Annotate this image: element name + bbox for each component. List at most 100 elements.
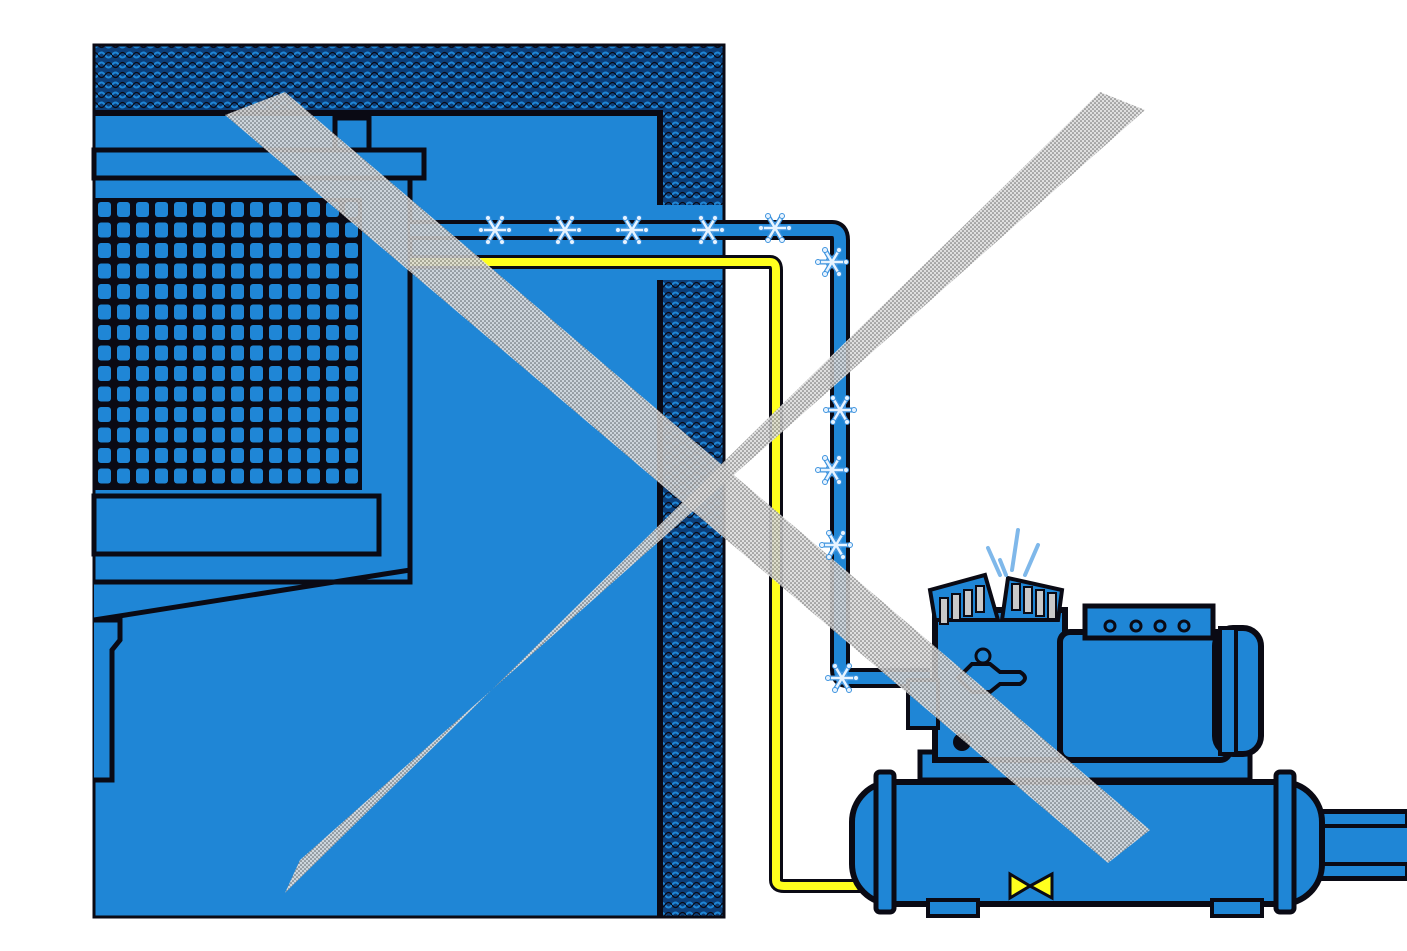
- coil-cell: [326, 222, 339, 238]
- coil-cell: [193, 468, 206, 484]
- coil-cell: [307, 448, 320, 463]
- coil-cell: [231, 243, 244, 258]
- coil-cell: [98, 325, 111, 340]
- coil-cell: [136, 284, 149, 299]
- coil-cell: [231, 263, 244, 279]
- coil-cell: [212, 366, 225, 381]
- coil-cell: [250, 448, 263, 463]
- coil-cell: [155, 243, 168, 258]
- coil-cell: [174, 427, 187, 443]
- coil-cell: [98, 427, 111, 443]
- evaporator-coil: [94, 198, 362, 490]
- coil-cell: [155, 284, 168, 299]
- coil-cell: [98, 386, 111, 402]
- cross-mark: [225, 92, 1150, 893]
- coil-cell: [250, 386, 263, 402]
- coil-cell: [98, 366, 111, 381]
- coil-cell: [212, 202, 225, 217]
- coil-cell: [136, 448, 149, 463]
- coil-cell: [231, 366, 244, 381]
- coil-cell: [231, 468, 244, 484]
- coil-cell: [174, 366, 187, 381]
- coil-cell: [250, 222, 263, 238]
- coil-cell: [98, 263, 111, 279]
- right-wall-insulation-lower: [660, 280, 724, 917]
- coil-cell: [174, 263, 187, 279]
- coil-cell: [250, 345, 263, 361]
- coil-cell: [345, 345, 358, 361]
- coil-cell: [193, 386, 206, 402]
- coil-cell: [307, 407, 320, 422]
- coil-cell: [250, 263, 263, 279]
- coil-cell: [231, 284, 244, 299]
- coil-cell: [117, 345, 130, 361]
- top-insulation: [94, 45, 724, 113]
- coil-cell: [212, 222, 225, 238]
- coil-cell: [212, 243, 225, 258]
- coil-cell: [212, 386, 225, 402]
- coil-cell: [98, 468, 111, 484]
- coil-cell: [345, 448, 358, 463]
- coil-cell: [117, 243, 130, 258]
- coil-cell: [174, 345, 187, 361]
- coil-cell: [231, 325, 244, 340]
- coil-cell: [288, 448, 301, 463]
- coil-cell: [212, 325, 225, 340]
- coil-cell: [269, 284, 282, 299]
- cooling-fin: [1047, 592, 1057, 620]
- coil-cell: [307, 284, 320, 299]
- coil-cell: [231, 304, 244, 320]
- coil-cell: [288, 243, 301, 258]
- coil-cell: [155, 202, 168, 217]
- coil-cell: [117, 263, 130, 279]
- coil-cell: [345, 366, 358, 381]
- coil-cell: [155, 427, 168, 443]
- coil-cell: [307, 386, 320, 402]
- coil-cell: [212, 304, 225, 320]
- coil-cell: [345, 263, 358, 279]
- coil-cell: [117, 386, 130, 402]
- coil-cell: [155, 263, 168, 279]
- coil-cell: [174, 202, 187, 217]
- coil-cell: [345, 325, 358, 340]
- coil-cell: [326, 468, 339, 484]
- cylinder-fins: [927, 572, 1065, 625]
- evaporator: [91, 115, 427, 783]
- coil-cell: [193, 304, 206, 320]
- coil-cell: [269, 407, 282, 422]
- coil-cell: [269, 427, 282, 443]
- cooling-fin: [939, 597, 949, 625]
- coil-cell: [193, 202, 206, 217]
- coil-cell: [345, 427, 358, 443]
- coil-cell: [98, 202, 111, 217]
- coil-cell: [136, 243, 149, 258]
- coil-cell: [250, 468, 263, 484]
- coil-cell: [231, 202, 244, 217]
- coil-cell: [174, 325, 187, 340]
- coil-cell: [193, 222, 206, 238]
- drip-tray: [91, 493, 382, 557]
- coil-cell: [117, 427, 130, 443]
- coil-cell: [193, 448, 206, 463]
- coil-cell: [136, 427, 149, 443]
- coil-cell: [117, 284, 130, 299]
- coil-cell: [307, 366, 320, 381]
- coil-cell: [136, 386, 149, 402]
- coil-cell: [98, 243, 111, 258]
- coil-cell: [307, 304, 320, 320]
- coil-cell: [250, 366, 263, 381]
- coil-cell: [288, 407, 301, 422]
- coil-cell: [212, 284, 225, 299]
- coil-cell: [231, 386, 244, 402]
- coil-cell: [193, 284, 206, 299]
- cooling-fin: [951, 593, 961, 621]
- coil-cell: [155, 448, 168, 463]
- coil-cell: [155, 386, 168, 402]
- coil-cell: [174, 222, 187, 238]
- cooling-fin: [1023, 586, 1033, 614]
- coil-cell: [288, 284, 301, 299]
- coil-cell: [288, 386, 301, 402]
- coil-cell: [98, 304, 111, 320]
- coil-cell: [345, 222, 358, 238]
- coil-cell: [326, 345, 339, 361]
